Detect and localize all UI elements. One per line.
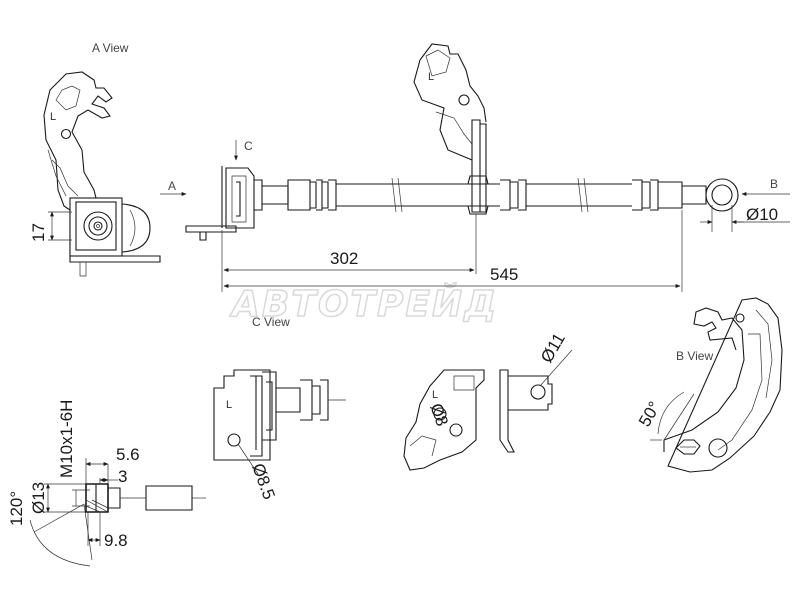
dim-3: 3: [118, 467, 127, 486]
dim-angle-120: 120°: [7, 491, 26, 526]
bracket-detail: L Ø8 Ø11: [403, 330, 573, 471]
dim-9-8: 9.8: [104, 531, 128, 550]
main-bracket-part-mark: L: [428, 71, 434, 83]
b-view-label: B View: [676, 349, 713, 363]
dim-10: Ø10: [746, 205, 778, 224]
marker-c: C: [244, 139, 253, 153]
a-view-part-mark: L: [50, 111, 56, 123]
dim-8-5: Ø8.5: [248, 461, 278, 502]
c-view-part-mark: L: [226, 399, 232, 411]
b-view-bracket: B View 50°: [635, 297, 783, 473]
a-view-label: A View: [92, 41, 129, 55]
dim-thread: M10x1-6H: [57, 400, 76, 478]
dim-302: 302: [330, 249, 358, 268]
dim-8: Ø8: [426, 401, 452, 429]
dim-545: 545: [490, 265, 518, 284]
a-view-bracket: A View L 17: [29, 41, 161, 277]
main-hose-assembly: A C L: [160, 43, 790, 292]
dim-13: Ø13: [29, 482, 48, 514]
thread-fitting-section: 120° Ø13 M10x1-6H 5.6 3 9.8: [7, 400, 206, 567]
dim-17: 17: [29, 223, 48, 242]
marker-b: B: [770, 177, 778, 191]
watermark-text: АВТОТРЕЙД: [229, 283, 498, 325]
dim-11: Ø11: [537, 330, 569, 366]
bracket-detail-part-mark: L: [432, 389, 438, 401]
dim-5-6: 5.6: [116, 445, 140, 464]
dim-angle-50: 50°: [635, 398, 664, 430]
c-view-label: C View: [252, 315, 290, 329]
c-view-fitting: C View L Ø8.5: [213, 315, 346, 502]
marker-a: A: [168, 179, 176, 193]
